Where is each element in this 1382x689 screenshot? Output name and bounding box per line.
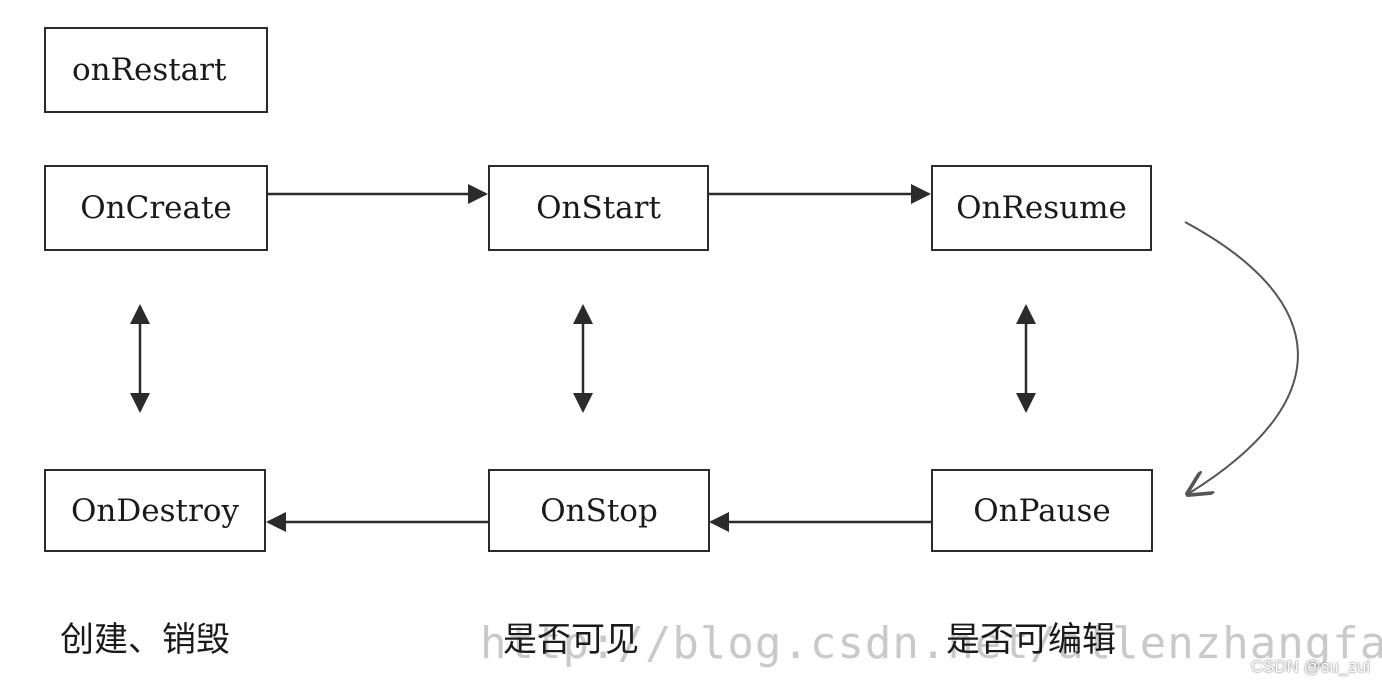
node-label: onRestart xyxy=(72,52,227,88)
node-onstop: OnStop xyxy=(488,469,710,552)
arrow-onresume-to-onpause xyxy=(1185,221,1299,494)
caption-visible: 是否可见 xyxy=(503,620,639,660)
node-label: OnCreate xyxy=(80,190,232,226)
node-onpause: OnPause xyxy=(931,469,1153,552)
node-onresume: OnResume xyxy=(931,165,1152,251)
node-label: OnStart xyxy=(536,190,661,226)
watermark-url: http://blog.csdn.net/allenzhangfan xyxy=(480,618,1382,669)
node-onstart: OnStart xyxy=(488,165,709,251)
watermark-csdn: CSDN @su_zui xyxy=(1250,657,1370,676)
caption-create-destroy: 创建、销毁 xyxy=(60,620,230,660)
node-label: OnResume xyxy=(956,190,1127,226)
node-label: OnStop xyxy=(540,492,658,529)
caption-editable: 是否可编辑 xyxy=(946,620,1116,660)
node-oncreate: OnCreate xyxy=(44,165,268,251)
node-ondestroy: OnDestroy xyxy=(44,469,266,552)
node-label: OnPause xyxy=(973,492,1111,529)
node-onrestart: onRestart xyxy=(44,27,268,113)
node-label: OnDestroy xyxy=(71,492,239,529)
